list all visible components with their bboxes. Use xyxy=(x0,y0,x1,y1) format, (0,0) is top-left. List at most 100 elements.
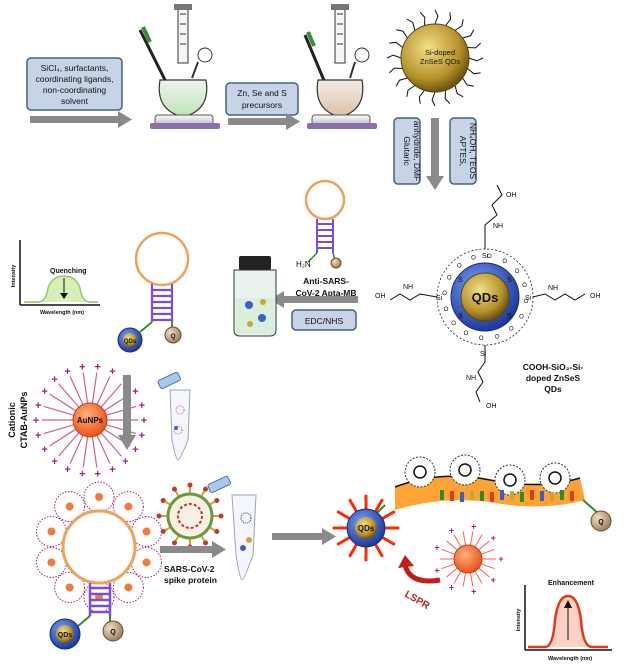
o-atom-label: O xyxy=(447,276,452,282)
s-label: S xyxy=(458,313,463,320)
silanization-line-1: APTES, xyxy=(458,136,468,166)
aptamer-caption-2: CoV-2 Apta-MB xyxy=(295,288,356,298)
ctab-chain xyxy=(100,383,122,408)
ctab-chain xyxy=(43,424,74,435)
enhancement-spectrum-plot: Enhancement Intensity Wavelength (nm) xyxy=(516,580,612,662)
positive-charge-icon: + xyxy=(139,400,145,412)
qd-ligand-chain xyxy=(467,42,481,49)
qd-ligand-chain xyxy=(389,41,403,48)
qd-ligand-chain xyxy=(454,85,464,98)
quenching-spectrum-plot: Quenching Intensity Wavelength (nm) xyxy=(11,240,100,316)
ctab-chain xyxy=(91,436,98,468)
free-ctab-chain xyxy=(446,567,458,578)
ctab-chain xyxy=(91,372,98,404)
positive-charge-icon: + xyxy=(79,362,85,374)
detection-complex: QDs Q xyxy=(332,454,612,562)
oh-label-right: OH xyxy=(590,293,601,300)
strand-aunp-core xyxy=(503,473,517,487)
qd-ligand-chain xyxy=(431,91,436,107)
emission-ray xyxy=(336,536,351,546)
qd-ligand-chain xyxy=(386,54,402,59)
reagents-line-4: solvent xyxy=(61,96,89,106)
ctab-chain xyxy=(82,372,89,404)
base-pair-mark xyxy=(520,492,524,502)
sample-tube-2 xyxy=(207,475,257,581)
spike-tip xyxy=(203,486,208,492)
spike-tip xyxy=(156,513,162,519)
qd-ligand-chain xyxy=(462,29,475,39)
positive-charge-icon: + xyxy=(449,583,454,593)
o-atom-label: O xyxy=(464,331,469,337)
bound-aunp-core xyxy=(65,502,74,511)
base-pair-mark xyxy=(510,491,514,501)
arrow-down-to-complex xyxy=(118,375,136,450)
sample-tube-1 xyxy=(157,371,191,461)
ctab-chain xyxy=(49,428,77,447)
positive-charge-icon: + xyxy=(132,444,138,456)
si-label-right: Si xyxy=(525,295,532,302)
reagents-line-2: coordinating ligands, xyxy=(36,74,114,84)
quenching-label: Quenching xyxy=(50,268,87,275)
base-pair-mark xyxy=(450,491,454,501)
bound-aunp-core xyxy=(65,583,74,592)
cooh-qd-caption-3: QDs xyxy=(544,384,562,394)
free-ctab-chain xyxy=(446,540,458,551)
strand-aunp-shell xyxy=(449,454,481,486)
qds-label-complex: QDs xyxy=(58,632,73,639)
spike-tip xyxy=(218,513,224,519)
bound-aunp-shell xyxy=(112,491,144,523)
spike-tip xyxy=(160,498,166,503)
lspr-curved-arrow xyxy=(402,564,441,584)
positive-charge-icon: + xyxy=(122,456,128,468)
base-pair-mark xyxy=(440,490,444,500)
bound-aunp-core xyxy=(47,558,56,567)
base-pair-mark xyxy=(530,490,534,500)
reaction-flask-1 xyxy=(138,4,220,129)
bound-aunp-shell xyxy=(112,571,144,603)
bound-aunp-shell xyxy=(83,481,115,513)
silanization-line-2: NH₄OH, TEOS xyxy=(468,123,478,180)
silanization-box: APTES, NH₄OH, TEOS xyxy=(449,117,478,185)
qd-ligand-chain xyxy=(406,18,416,31)
bound-aunp-core xyxy=(124,583,133,592)
free-ctab-chain xyxy=(469,531,474,546)
free-ctab-chain xyxy=(478,540,490,551)
arrow-down-to-cooh-qd xyxy=(426,118,444,190)
positive-charge-icon: + xyxy=(434,565,439,575)
o-atom-label: O xyxy=(509,327,514,333)
cooh-qd-caption-2: doped ZnSeS xyxy=(526,373,581,383)
oh-label-top: OH xyxy=(506,192,517,199)
positive-charge-icon: + xyxy=(471,522,476,532)
bound-aunp-shell xyxy=(54,571,86,603)
o-atom-label: O xyxy=(444,307,449,313)
positive-charge-icon: + xyxy=(35,430,41,442)
ctab-chain xyxy=(58,432,80,457)
o-atom-label: O xyxy=(471,256,476,262)
positive-charge-icon: + xyxy=(51,374,57,386)
base-pair-mark xyxy=(560,490,564,500)
qd-ligand-chain xyxy=(468,57,484,62)
qds-label-beacon: QDs xyxy=(124,339,137,345)
positive-charge-icon: + xyxy=(35,400,41,412)
positive-charge-icon: + xyxy=(94,362,100,374)
anti-sars-cov2-aptamer: H₂N xyxy=(296,179,346,269)
spike-tip xyxy=(172,486,177,492)
quenched-molecular-beacon: QDs Q xyxy=(117,231,190,353)
strand-aunp-core xyxy=(413,465,427,479)
positive-charge-icon: + xyxy=(491,533,496,543)
ctab-aunps-label: CTAB-AuNPs xyxy=(19,392,29,449)
qd-ligand-chain xyxy=(396,29,408,39)
o-atom-label: O xyxy=(524,299,529,305)
qd-ligand-chain xyxy=(418,90,425,104)
qd-ligand-chain xyxy=(406,85,416,97)
ctab-chain xyxy=(106,405,137,416)
ctab-chain xyxy=(69,376,84,405)
intensity-axis-label-2: Intensity xyxy=(516,608,522,632)
qds-label-detection: QDs xyxy=(358,524,375,533)
q-label-detection: Q xyxy=(598,519,604,526)
arrow-right-to-tube-2 xyxy=(160,541,226,558)
emission-ray xyxy=(348,543,358,558)
free-ctab-chain xyxy=(441,563,456,570)
bound-aunp-core xyxy=(124,502,133,511)
